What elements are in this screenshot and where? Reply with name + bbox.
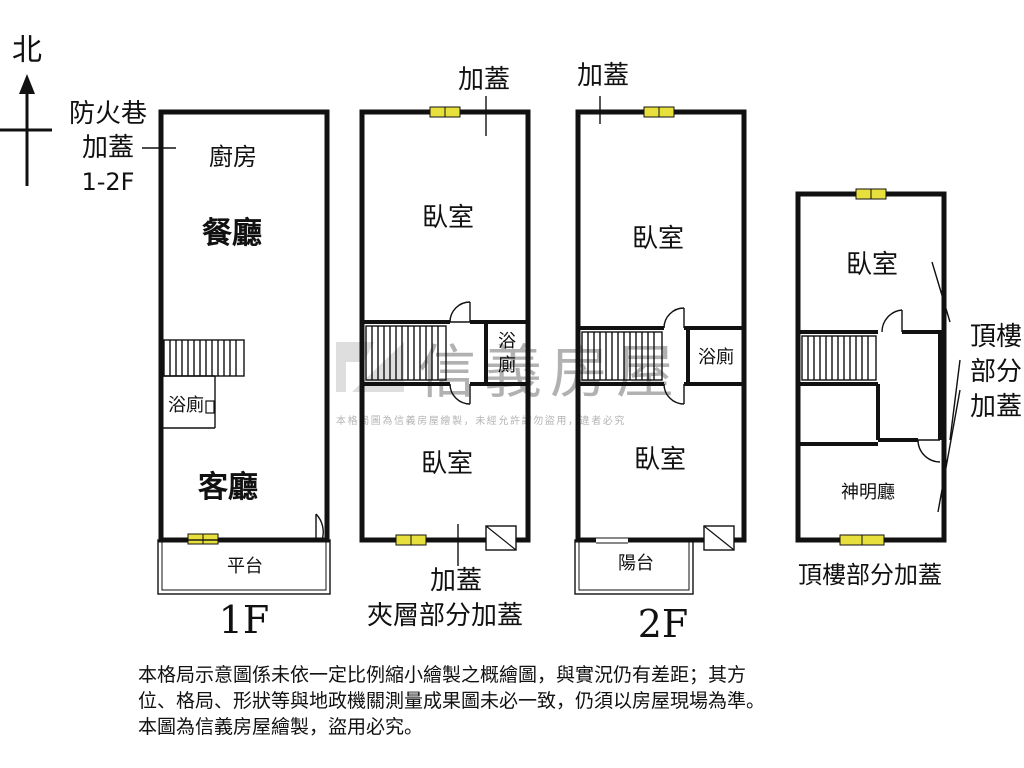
room-bedroom-roof: 臥室 [846, 250, 898, 280]
watermark-brand: 信義房屋 [418, 338, 682, 406]
door-icon [449, 383, 471, 405]
duct-icon [703, 525, 735, 551]
door-icon [315, 513, 324, 541]
annex-note-line-2: 加蓋 [82, 133, 134, 163]
annex-note-line-3: 1-2F [81, 168, 134, 196]
room-shrine: 神明廳 [841, 482, 895, 503]
roof-note-bottom: 頂樓部分加蓋 [798, 561, 942, 589]
floor-1f: 廚房 餐廳 浴廁 客廳 平台 1F [157, 109, 331, 642]
stairs-mezzanine [365, 325, 447, 381]
door-icon [663, 307, 685, 329]
room-bedroom-mezz-top: 臥室 [422, 203, 474, 233]
room-kitchen: 廚房 [209, 143, 257, 171]
stairs-roof [801, 335, 877, 381]
room-bath-mezz-line2: 廁 [498, 354, 516, 376]
note-mezz-top: 加蓋 [458, 65, 510, 95]
duct-icon [485, 525, 517, 551]
annex-note-line-1: 防火巷 [69, 99, 147, 129]
door-icon [449, 301, 471, 323]
disclaimer-line-3: 本圖為信義房屋繪製，盜用必究。 [138, 716, 424, 738]
annex-note-1f: 防火巷 加蓋 1-2F [69, 99, 176, 196]
door-icon [881, 309, 903, 333]
toilet-icon [205, 400, 215, 414]
room-living: 客廳 [198, 470, 258, 505]
disclaimer: 本格局示意圖係未依一定比例縮小繪製之概繪圖，與實況仍有差距；其方 位、格局、形狀… [138, 662, 938, 740]
room-bath-mezz-line1: 浴 [498, 331, 516, 352]
roof-note-line-1: 頂樓 [970, 322, 1022, 352]
roof-note-line-2: 部分 [970, 357, 1022, 387]
room-platform: 平台 [227, 556, 263, 577]
room-bath-1f: 浴廁 [168, 394, 204, 416]
north-compass: 北 [0, 33, 52, 186]
roof-note-line-3: 加蓋 [970, 392, 1022, 422]
note-2f-top: 加蓋 [577, 61, 629, 91]
stairs-1f [163, 339, 245, 377]
note-mezz-bottom-2: 夾層部分加蓋 [367, 601, 523, 631]
watermark-notice: 本格局圖為信義房屋繪製，未經允許請勿盜用，違者必究 [336, 414, 626, 427]
disclaimer-line-1: 本格局示意圖係未依一定比例縮小繪製之概繪圖，與實況仍有差距；其方 [138, 664, 747, 686]
floor-caption-2f: 2F [638, 602, 689, 646]
door-icon [917, 439, 941, 463]
stairs-2f [581, 331, 663, 381]
room-dining: 餐廳 [202, 216, 262, 251]
floor-2f: 加蓋 臥室 浴廁 臥室 陽台 2F [574, 61, 747, 646]
north-arrow-icon [19, 74, 35, 94]
note-mezz-bottom-1: 加蓋 [430, 566, 482, 596]
room-bedroom-2f-bottom: 臥室 [634, 445, 686, 475]
door-icon [663, 383, 685, 405]
room-bath-2f: 浴廁 [698, 346, 734, 368]
room-balcony: 陽台 [618, 553, 654, 574]
disclaimer-line-2: 位、格局、形狀等與地政機關測量成果圖未必一致，仍須以房屋現場為準。 [138, 690, 766, 712]
floor-caption-1f: 1F [219, 598, 270, 642]
north-label: 北 [12, 33, 42, 68]
room-bedroom-mezz-bottom: 臥室 [421, 449, 473, 479]
floor-mezzanine: 加蓋 臥室 浴 廁 臥室 加蓋 夾層部分加蓋 [359, 65, 531, 631]
floor-roof: 臥室 神明廳 頂樓 部分 加蓋 頂樓部分加蓋 [795, 188, 1022, 589]
room-bedroom-2f-top: 臥室 [632, 224, 684, 254]
